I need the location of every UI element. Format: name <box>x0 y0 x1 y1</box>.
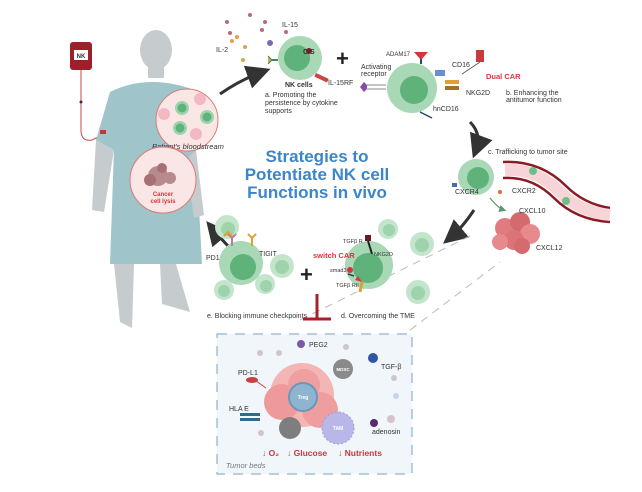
tumor-beds-label: Tumor beds <box>226 461 266 470</box>
patient-left-leg <box>114 264 134 328</box>
il2-label: IL-2 <box>216 47 228 54</box>
activating-receptor-label-2: receptor <box>361 71 387 78</box>
caption-a-1: a. Promoting the <box>265 92 316 99</box>
cis-label: CIS <box>303 49 315 56</box>
caption-b-2: antitumor function <box>506 97 562 104</box>
cxcl10-label: CXCL10 <box>519 208 546 215</box>
tgfb-rii-label: TGFβ RII <box>336 283 359 289</box>
tgf-b-label: TGF-β <box>381 364 401 371</box>
patient-head <box>140 30 172 70</box>
iv-line <box>80 70 105 141</box>
inhibition-icon <box>303 294 331 321</box>
title-line-3: Functions in vivo <box>247 183 387 202</box>
nkg2d-label-d: NKG2D <box>374 252 393 258</box>
arrow-to-panel-a <box>219 65 271 96</box>
tigit-label: TIGIT <box>259 251 278 258</box>
mdsc-label: MDSC <box>336 367 350 372</box>
iv-site <box>100 130 106 134</box>
nk-cells-label: NK cells <box>285 82 313 89</box>
title-line-2: Potentiate NK cell <box>245 165 390 184</box>
arrow-to-panel-d <box>443 209 476 244</box>
cxcl12-label: CXCL12 <box>536 245 563 252</box>
lysis-label-2: cell lysis <box>150 199 176 205</box>
vessel-wall-top <box>502 160 611 210</box>
vessel-wall-bottom <box>502 176 611 224</box>
nk-infusion-bag: NK <box>70 42 105 141</box>
cxcr2-label: CXCR2 <box>512 188 536 195</box>
adam17-label: ADAM17 <box>386 52 411 58</box>
plus-icon-top: + <box>336 46 349 71</box>
peg2-label: PEG2 <box>309 342 328 349</box>
tumor-bed-box: MDSC Treg TAM <box>216 333 413 475</box>
arrow-to-panel-c <box>468 120 493 159</box>
nk-bag-label: NK <box>77 54 86 60</box>
title-line-1: Strategies to <box>266 147 369 166</box>
bloodstream-inset <box>155 88 219 152</box>
glucose-label: ↓ Glucose <box>287 448 327 458</box>
perspective-line-1 <box>299 235 471 321</box>
tumor-cluster <box>492 212 540 254</box>
panel-b-enhanced-cell <box>360 50 484 119</box>
pd-l1-label: PD-L1 <box>238 370 258 377</box>
caption-d: d. Overcoming the TME <box>341 313 415 320</box>
caption-b-1: b. Enhancing the <box>506 90 559 97</box>
pd1-label: PD1 <box>206 255 220 262</box>
adenosin-label: adenosin <box>372 429 401 436</box>
patient-left-arm <box>92 140 114 212</box>
plus-icon-bottom: + <box>300 262 313 287</box>
switch-car-label: switch CAR <box>313 251 355 260</box>
tam-label: TAM <box>333 426 343 432</box>
iv-drip-chamber <box>79 100 83 104</box>
treg-label: Treg <box>298 395 309 401</box>
caption-e: e. Blocking immune checkpoints <box>207 313 307 320</box>
cd16-label: CD16 <box>452 62 470 69</box>
il15rf-label: IL-15RF <box>328 80 353 87</box>
cancer-lysis-inset <box>129 146 197 214</box>
panel-d-switch-car-cell <box>345 219 434 304</box>
nutrients-label: ↓ Nutrients <box>338 448 382 458</box>
bloodstream-label: Patient's bloodstream <box>152 142 224 151</box>
panel-c-trafficking <box>452 159 611 254</box>
nkg2d-label-b: NKG2D <box>466 90 490 97</box>
caption-c: c. Trafficking to tumor site <box>488 149 568 156</box>
cxcr4-label: CXCR4 <box>455 189 479 196</box>
o2-label: ↓ O₂ <box>262 448 279 458</box>
panel-e-checkpoint-cells <box>214 215 294 300</box>
caption-a-2: persistence by cytokine <box>265 100 338 107</box>
caption-a-3: supports <box>265 108 292 115</box>
il15-label: IL-15 <box>282 22 298 29</box>
hncd16-label: hnCD16 <box>433 106 459 113</box>
activating-receptor-label-1: Activating <box>361 64 391 71</box>
panel-a-cytokine-cell <box>225 13 329 83</box>
hla-e-label: HLA E <box>229 406 249 413</box>
perspective-line-2 <box>409 261 501 331</box>
dual-car-label: Dual CAR <box>486 72 521 81</box>
tgfb-r-label: TGFβ R <box>343 239 363 245</box>
smad3-label: smad3 <box>330 268 347 274</box>
patient-right-leg <box>160 264 190 312</box>
lysis-label-1: Cancer <box>153 192 174 198</box>
